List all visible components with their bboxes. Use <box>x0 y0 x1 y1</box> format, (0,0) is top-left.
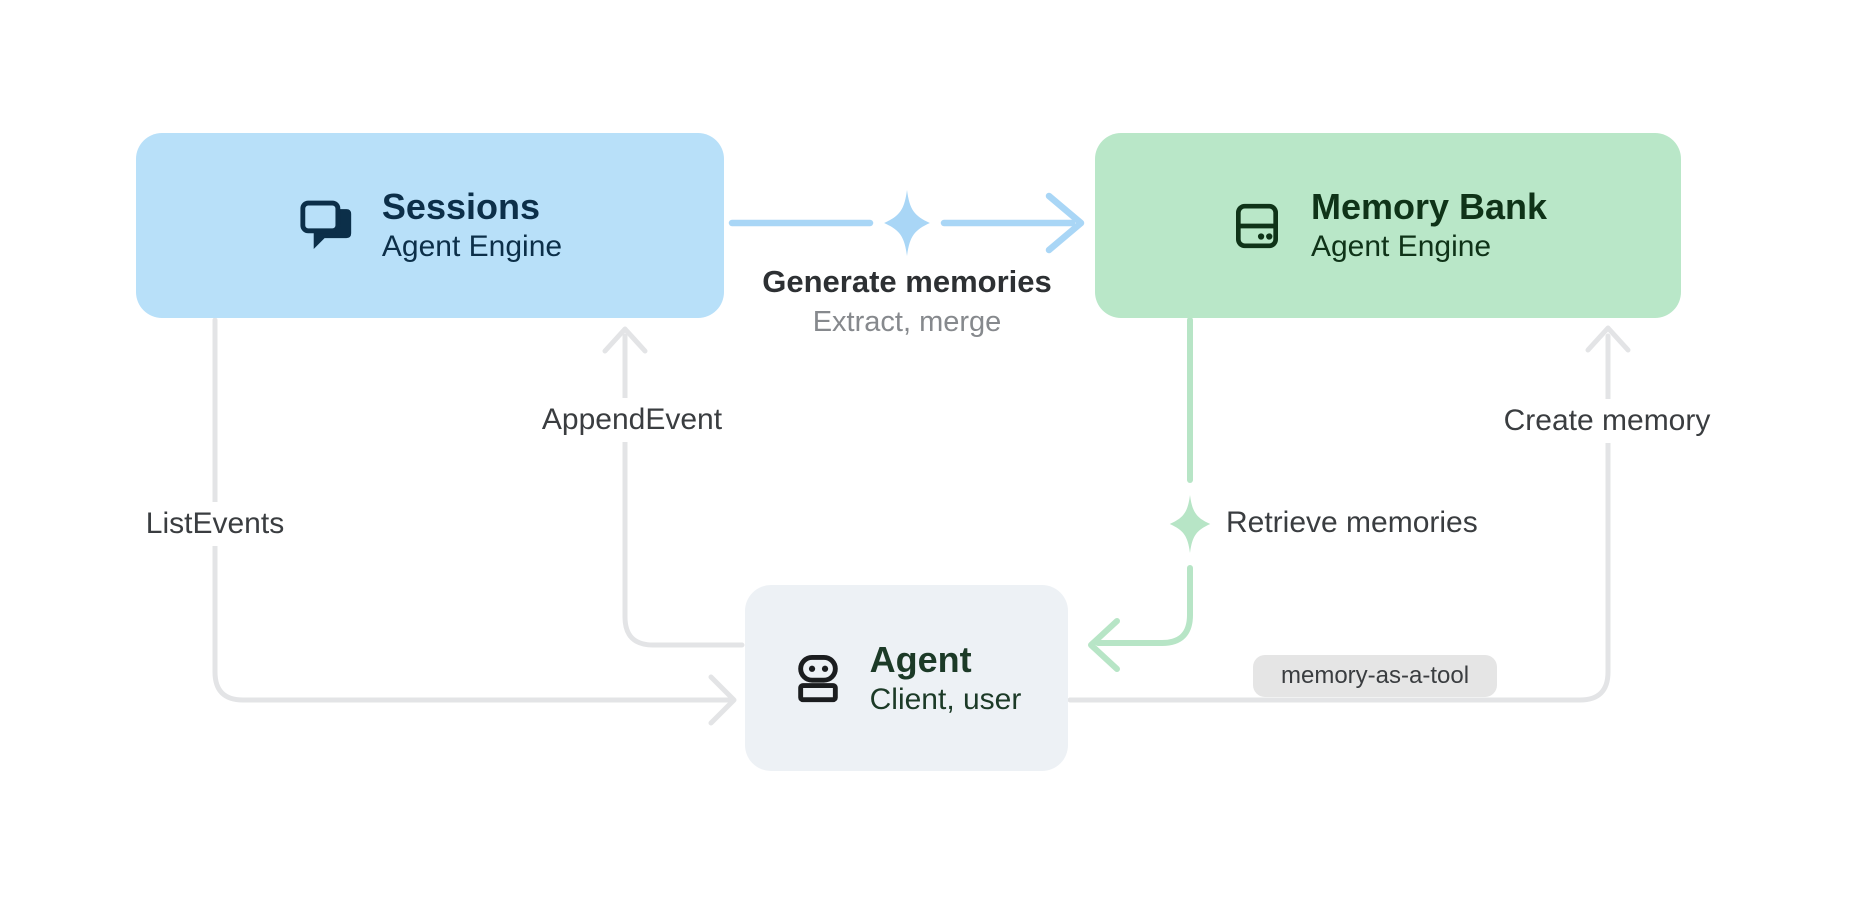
generate-memories-label-text: Generate memories <box>762 264 1052 299</box>
extract-merge-label-text: Extract, merge <box>812 306 1002 338</box>
memory-as-a-tool-badge: memory-as-a-tool <box>1253 655 1498 697</box>
memory-bank-title: Memory Bank <box>1310 186 1548 228</box>
memory-bank-subtitle: Agent Engine <box>1310 230 1492 264</box>
retrieve-sparkle-icon <box>1169 495 1211 553</box>
chat-bubbles-icon <box>300 200 352 249</box>
create-memory-line <box>1067 333 1611 703</box>
create-memory-label: Create memory <box>1491 399 1723 443</box>
append-event-arrowhead-icon <box>602 326 648 354</box>
create-memory-arrowhead-icon <box>1585 325 1631 353</box>
storage-icon <box>1235 203 1278 248</box>
retrieve-memories-arrowhead-icon <box>1088 618 1120 672</box>
generate-sparkle-icon <box>884 190 930 256</box>
generate-memories-label: Generate memories Extract, merge <box>762 264 1051 339</box>
retrieve-memories-line-lower <box>1095 565 1193 646</box>
agent-node: Agent Client, user <box>745 585 1068 771</box>
sessions-title: Sessions <box>381 186 541 228</box>
list-events-label: ListEvents <box>133 502 297 546</box>
sessions-node: Sessions Agent Engine <box>136 133 724 318</box>
memory-bank-node: Memory Bank Agent Engine <box>1095 133 1681 318</box>
list-events-line <box>212 317 733 703</box>
agent-subtitle: Client, user <box>869 682 1022 716</box>
append-event-label: AppendEvent <box>529 398 735 442</box>
append-event-line <box>622 333 745 648</box>
sessions-subtitle: Agent Engine <box>381 230 563 264</box>
robot-icon <box>797 654 838 703</box>
list-events-arrowhead-icon <box>708 674 737 726</box>
generate-memories-arrowhead-icon <box>1045 192 1085 254</box>
retrieve-memories-label: Retrieve memories <box>1226 506 1478 539</box>
agent-title: Agent <box>869 638 972 680</box>
